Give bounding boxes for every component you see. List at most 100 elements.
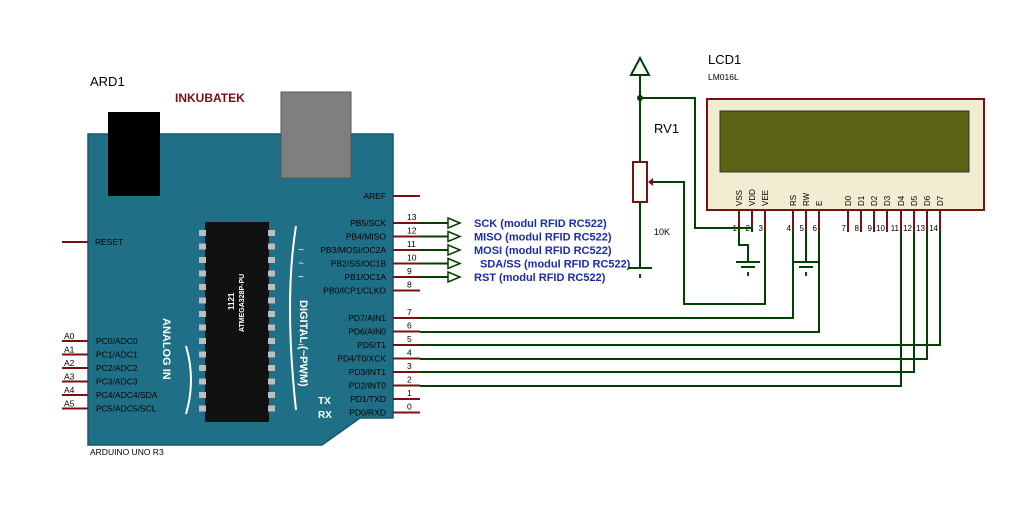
chip-leg-left — [199, 365, 206, 371]
lcd-pin-number: 10 — [876, 224, 885, 233]
chip-label-2: ATMEGA328P-PU — [239, 274, 246, 332]
power-arrow-icon — [629, 55, 651, 76]
digital-bottom-pin-label: PD5/T1 — [357, 340, 386, 350]
chip-leg-right — [268, 378, 275, 385]
chip-leg-left — [199, 405, 206, 412]
lcd-model: LM016L — [708, 72, 739, 82]
digital-bottom-pin-label: PD0/RXD — [349, 408, 386, 418]
pwm-tilde: ~ — [298, 272, 304, 283]
lcd-pin-name: E — [815, 201, 824, 206]
wires — [420, 97, 941, 387]
digital-bottom-pin-label: PD6/AIN0 — [348, 327, 386, 337]
chip-leg-left — [199, 270, 206, 277]
lcd-pin-name: VSS — [735, 190, 744, 206]
rfid-label: SDA/SS (modul RFID RC522) — [480, 259, 631, 271]
analog-pin-tag: A1 — [64, 345, 75, 355]
digital-top-pin-number: 8 — [407, 280, 412, 290]
digital-top-pin-label: PB5/SCK — [350, 218, 386, 228]
lcd-screen — [719, 110, 970, 173]
chip-leg-right — [268, 405, 275, 412]
pwm-tilde: ~ — [298, 259, 304, 270]
lcd-pin-name: D7 — [936, 195, 945, 206]
analog-bracket — [185, 345, 192, 415]
lcd-pin-name: D5 — [910, 195, 919, 206]
analog-pin-label: PC3/ADC3 — [96, 377, 138, 387]
lcd-pin-number: 7 — [842, 224, 847, 233]
microcontroller-chip — [205, 222, 269, 422]
rfid-arrow-icon — [447, 230, 462, 243]
lcd-pin-name: D1 — [857, 195, 866, 206]
digital-top-pin-number: 12 — [407, 226, 417, 236]
digital-top-pin-number: 13 — [407, 212, 417, 222]
digital-bottom-pin-label: PD2/INT0 — [349, 381, 387, 391]
digital-top-pin-label: PB1/OC1A — [344, 272, 386, 282]
chip-leg-right — [268, 284, 275, 290]
chip-legs — [199, 230, 275, 412]
lcd-pins: VSS1VDD2VEE3RS4RW5E6D07D18D29D310D411D51… — [733, 189, 945, 233]
pot-value: 10K — [654, 227, 670, 237]
lcd-pin-name: D3 — [883, 195, 892, 206]
chip-leg-left — [199, 324, 206, 331]
pwm-tilde: ~ — [298, 340, 304, 351]
lcd-pin-number: 14 — [929, 224, 938, 233]
chip-leg-left — [199, 297, 206, 304]
lcd-pin-name: D4 — [897, 195, 906, 206]
rfid-arrow-icon — [447, 216, 462, 230]
lcd-pin-number: 11 — [891, 224, 900, 233]
digital-bottom-pin-label: PD3/INT1 — [349, 367, 387, 377]
arduino-model: ARDUINO UNO R3 — [90, 447, 164, 457]
e-wire — [420, 232, 820, 333]
chip-leg-right — [268, 257, 275, 263]
chip-leg-left — [199, 351, 206, 358]
digital-top-pin-label: PB0/ICP1/CLKO — [323, 286, 386, 296]
digital-bottom-pin-number: 1 — [407, 388, 412, 398]
analog-pin-label: PC4/ADC4/SDA — [96, 390, 158, 400]
lcd-pin-number: 5 — [800, 224, 805, 233]
lcd-ref: LCD1 — [708, 52, 741, 67]
chip-leg-left — [199, 392, 206, 398]
potentiometer-body — [632, 161, 648, 203]
pwm-tilde: ~ — [298, 327, 304, 338]
chip-leg-left — [199, 230, 206, 236]
rfid-arrow-icon — [447, 270, 462, 284]
digital-bottom-pin-number: 7 — [407, 307, 412, 317]
chip-label-1: 1121 — [227, 292, 236, 310]
digital-bottom-pin-label: PD4/T0/XCK — [337, 354, 386, 364]
d5-wire — [420, 232, 928, 360]
rfid-label: MISO (modul RFID RC522) — [474, 232, 612, 244]
chip-leg-left — [199, 378, 206, 385]
analog-pin-label: PC0/ADC0 — [96, 336, 138, 346]
digital-top-pin-number: 9 — [407, 266, 412, 276]
vss-wire — [738, 232, 749, 262]
power-jack — [108, 112, 160, 196]
aref-label: AREF — [363, 191, 386, 201]
lcd-pin-number: 9 — [868, 224, 873, 233]
lcd-pin-number: 6 — [813, 224, 818, 233]
lcd-pin-name: VDD — [748, 189, 757, 206]
analog-pin-tag: A0 — [64, 331, 75, 341]
pot-wiper-icon — [648, 178, 653, 186]
rfid-label: MOSI (modul RFID RC522) — [474, 245, 612, 257]
digital-bottom-pin-number: 2 — [407, 375, 412, 385]
rfid-label: SCK (modul RFID RC522) — [474, 218, 607, 230]
analog-pin-tag: A2 — [64, 358, 75, 368]
digital-bottom-pin-number: 4 — [407, 348, 412, 358]
lcd-pin-number: 13 — [916, 224, 925, 233]
chip-leg-right — [268, 311, 275, 317]
digital-pins: PB5/SCK13PB4/MISO12PB3/MOSI/OC2A11~PB2/S… — [298, 212, 420, 418]
chip-leg-right — [268, 243, 275, 250]
rfid-arrow-icon — [447, 243, 462, 257]
tx-label: TX — [318, 396, 331, 407]
digital-bracket — [289, 225, 297, 411]
chip-leg-right — [268, 351, 275, 358]
rfid-arrow-icon — [447, 257, 462, 270]
digital-bottom-pin-label: PD1/TXD — [350, 394, 386, 404]
pwm-tilde: ~ — [298, 367, 304, 378]
chip-leg-left — [199, 243, 206, 250]
digital-bottom-pin-number: 5 — [407, 334, 412, 344]
vdd-wire — [640, 97, 753, 232]
reset-label: RESET — [95, 237, 123, 247]
digital-pwm-label: DIGITAL (~PWM) — [297, 300, 309, 387]
digital-top-pin-label: PB3/MOSI/OC2A — [320, 245, 386, 255]
